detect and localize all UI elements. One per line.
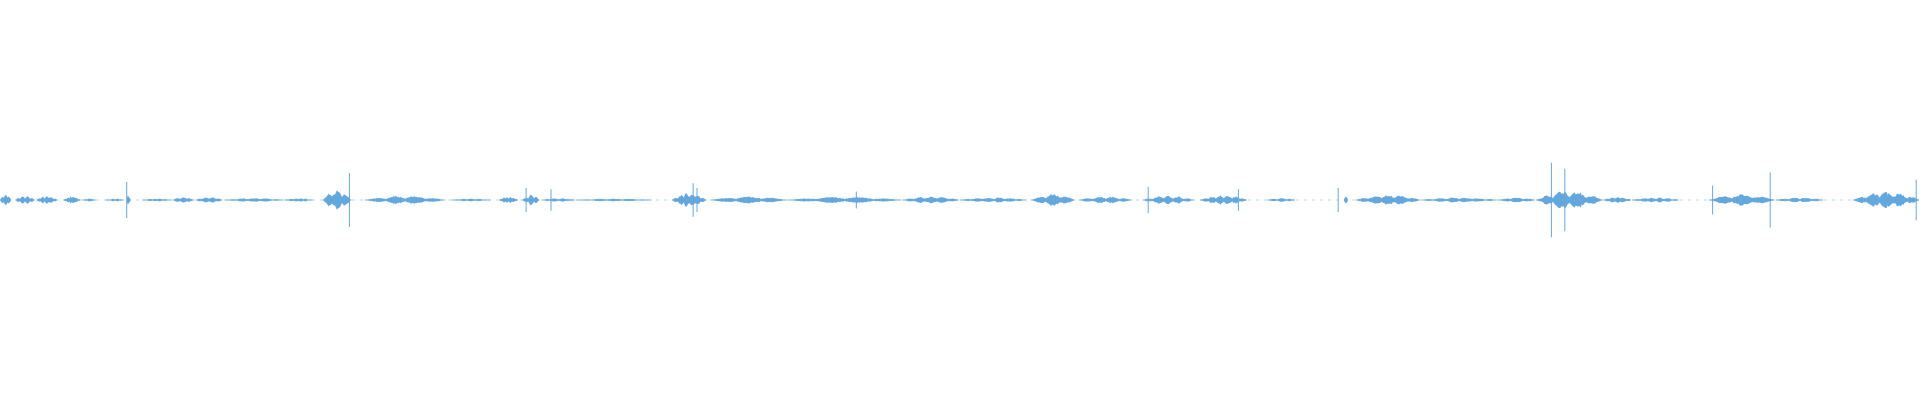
waveform-segment — [62, 196, 81, 204]
waveform-segment — [1852, 191, 1920, 209]
waveform-segment — [787, 197, 902, 203]
waveform-segment — [126, 195, 131, 205]
waveform-segment — [82, 198, 96, 202]
waveform-segment — [541, 198, 576, 202]
waveform-segment — [1603, 196, 1632, 204]
waveform-segment — [1420, 197, 1497, 203]
waveform-segment — [1142, 195, 1195, 205]
waveform-segment — [224, 198, 284, 202]
waveform-segment — [1343, 196, 1348, 204]
waveform-segment — [1708, 193, 1776, 207]
waveform-segment — [1497, 197, 1536, 203]
waveform-segment — [521, 194, 540, 206]
waveform-segment — [142, 198, 173, 202]
waveform-segment — [451, 198, 491, 202]
waveform-segment — [284, 198, 314, 202]
waveform-segment — [902, 196, 960, 204]
waveform-segment — [1267, 198, 1296, 202]
waveform-segment — [498, 197, 518, 203]
waveform-segment — [1631, 197, 1680, 203]
waveform-marks — [0, 162, 1920, 238]
waveform-segment — [35, 196, 58, 204]
waveform-segment — [1199, 195, 1248, 205]
waveform-segment — [364, 195, 446, 205]
waveform-segment — [959, 197, 1027, 203]
waveform-segment — [0, 194, 12, 206]
waveform-segment — [710, 196, 787, 204]
waveform-segment — [1535, 191, 1603, 209]
waveform-segment — [14, 196, 36, 204]
waveform-segment — [1775, 197, 1824, 203]
waveform-segment — [671, 192, 706, 208]
waveform-segment — [576, 198, 652, 202]
waveform-segment — [105, 198, 124, 202]
waveform-segment — [1355, 195, 1421, 205]
waveform-segment — [321, 190, 352, 210]
waveform-segment — [172, 197, 194, 203]
waveform-segment — [1078, 196, 1133, 204]
waveform-segment — [1030, 194, 1075, 206]
waveform-segment — [195, 197, 223, 203]
